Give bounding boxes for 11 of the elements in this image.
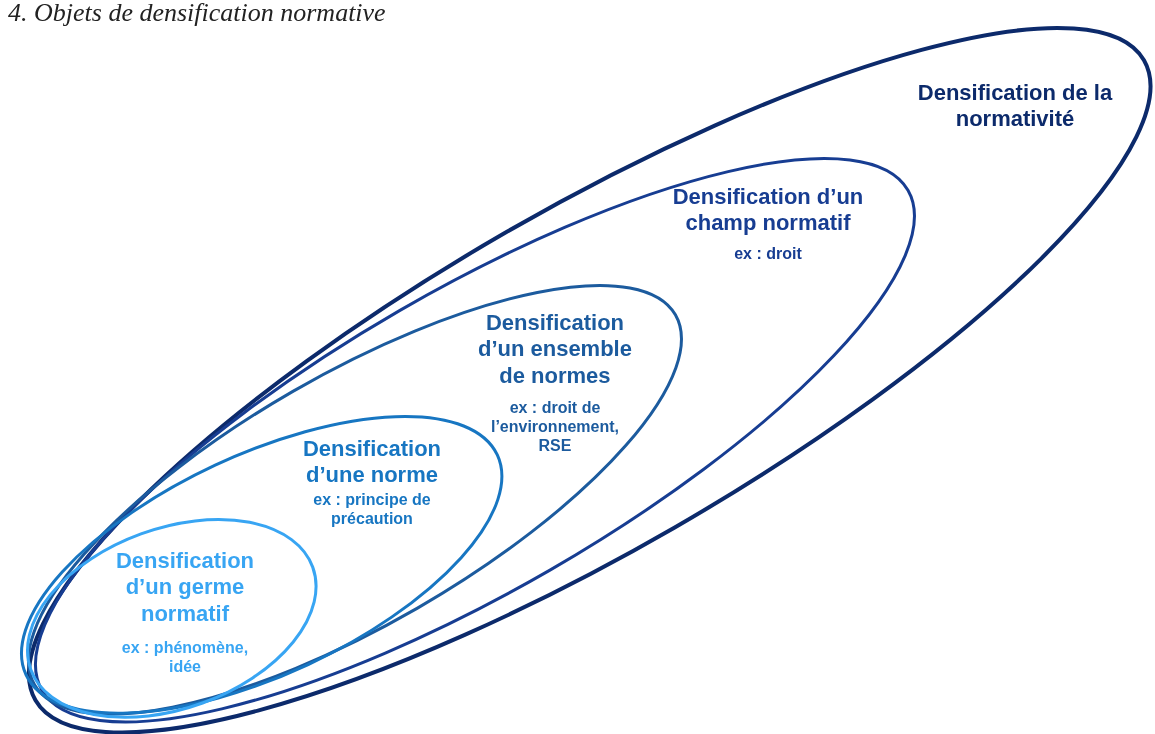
ellipse-shape xyxy=(26,517,318,719)
ellipse-title: Densification d’un ensemble de normes xyxy=(476,310,633,390)
example-text: ex : principe de précaution xyxy=(312,489,432,529)
figure-title: 4. Objets de densification normative xyxy=(8,0,386,28)
example-text: ex : phénomène, idée xyxy=(120,637,250,677)
ellipse-title: Densification d’une norme xyxy=(301,435,443,489)
ellipse-title: Densification d’un germe normatif xyxy=(114,547,256,628)
ellipse-title: Densification d’un champ normatif xyxy=(671,184,865,237)
ellipse-title: Densification de la normativité xyxy=(916,80,1114,133)
example-text: ex : droit xyxy=(733,244,803,264)
example-text: ex : droit de l’environnement, RSE xyxy=(489,398,620,456)
